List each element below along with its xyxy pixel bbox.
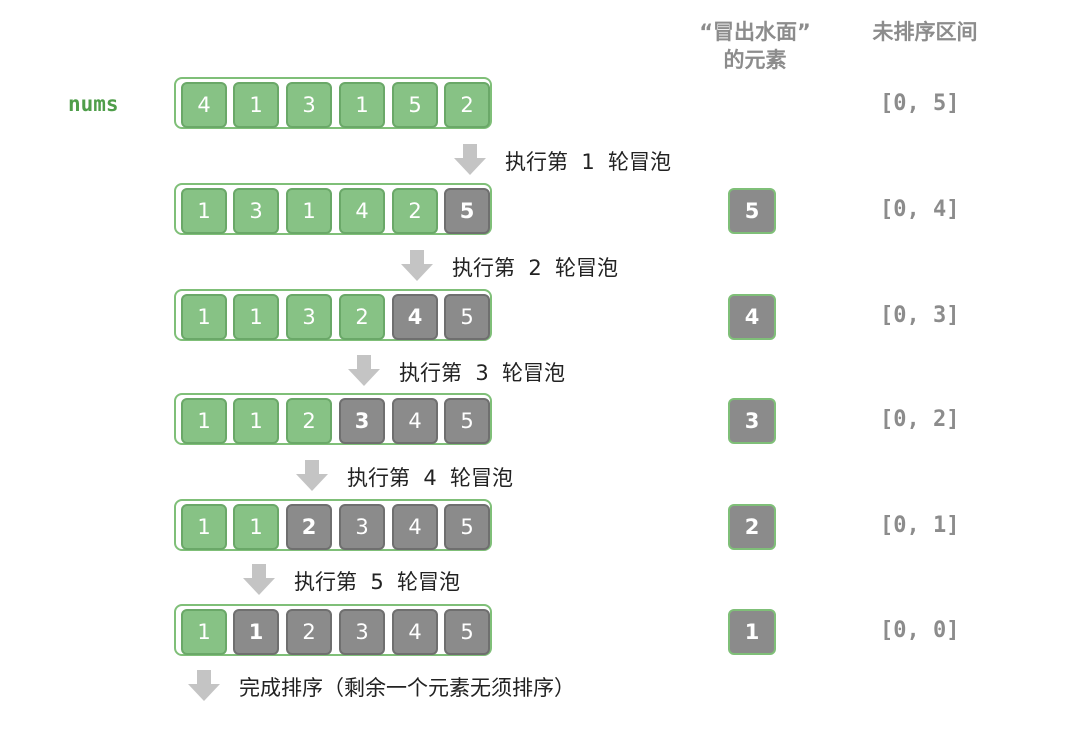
sorted-cell: 5 (444, 398, 490, 444)
sorted-cell: 3 (339, 609, 385, 655)
array-frame (174, 393, 492, 445)
unsorted-cell: 1 (181, 294, 227, 340)
unsorted-interval-header: 未排序区间 (872, 20, 978, 44)
down-arrow-icon (401, 250, 433, 281)
down-arrow-icon (296, 460, 328, 491)
array-frame (174, 604, 492, 656)
bubbled-element: 2 (728, 504, 776, 550)
sorted-cell: 4 (392, 294, 438, 340)
unsorted-interval: [0, 0] (880, 618, 960, 643)
down-arrow-icon (348, 355, 380, 386)
sorted-cell: 2 (286, 504, 332, 550)
sorted-cell: 3 (339, 504, 385, 550)
step-label: 执行第 1 轮冒泡 (505, 150, 672, 174)
unsorted-cell: 3 (286, 294, 332, 340)
sorted-cell: 2 (286, 609, 332, 655)
bubbled-header: “冒出水面” 的元素 (690, 18, 820, 74)
down-arrow-icon (188, 670, 220, 701)
array-frame (174, 77, 492, 129)
bubbled-element: 3 (728, 398, 776, 444)
unsorted-cell: 1 (181, 609, 227, 655)
unsorted-cell: 2 (444, 82, 490, 128)
unsorted-cell: 1 (286, 188, 332, 234)
step-label: 完成排序（剩余一个元素无须排序） (239, 676, 575, 700)
unsorted-cell: 3 (286, 82, 332, 128)
bubbled-header-line2: 的元素 (723, 48, 787, 72)
sorted-cell: 4 (392, 504, 438, 550)
bubbled-element: 1 (728, 609, 776, 655)
down-arrow-icon (243, 564, 275, 595)
unsorted-cell: 1 (233, 294, 279, 340)
unsorted-cell: 2 (339, 294, 385, 340)
unsorted-cell: 5 (392, 82, 438, 128)
unsorted-cell: 2 (392, 188, 438, 234)
bubbled-element: 4 (728, 294, 776, 340)
unsorted-cell: 1 (181, 504, 227, 550)
unsorted-cell: 3 (233, 188, 279, 234)
step-label: 执行第 2 轮冒泡 (452, 256, 619, 280)
array-label: nums (68, 92, 119, 116)
array-frame (174, 499, 492, 551)
unsorted-cell: 1 (233, 504, 279, 550)
unsorted-cell: 1 (181, 398, 227, 444)
unsorted-interval: [0, 3] (880, 303, 960, 328)
unsorted-cell: 2 (286, 398, 332, 444)
array-frame (174, 183, 492, 235)
step-label: 执行第 4 轮冒泡 (347, 466, 514, 490)
unsorted-cell: 1 (339, 82, 385, 128)
unsorted-cell: 4 (181, 82, 227, 128)
array-frame (174, 289, 492, 341)
sorted-cell: 5 (444, 294, 490, 340)
sorted-cell: 1 (233, 609, 279, 655)
sorted-cell: 5 (444, 504, 490, 550)
sorted-cell: 4 (392, 398, 438, 444)
bubbled-header-line1: “冒出水面” (699, 20, 811, 44)
unsorted-interval: [0, 2] (880, 407, 960, 432)
unsorted-cell: 1 (233, 82, 279, 128)
unsorted-interval: [0, 4] (880, 197, 960, 222)
sorted-cell: 5 (444, 188, 490, 234)
unsorted-cell: 1 (233, 398, 279, 444)
sorted-cell: 3 (339, 398, 385, 444)
step-label: 执行第 5 轮冒泡 (294, 570, 461, 594)
step-label: 执行第 3 轮冒泡 (399, 361, 566, 385)
sorted-cell: 5 (444, 609, 490, 655)
unsorted-cell: 1 (181, 188, 227, 234)
bubbled-element: 5 (728, 188, 776, 234)
sorted-cell: 4 (392, 609, 438, 655)
unsorted-interval: [0, 5] (880, 91, 960, 116)
unsorted-interval: [0, 1] (880, 513, 960, 538)
unsorted-cell: 4 (339, 188, 385, 234)
down-arrow-icon (454, 144, 486, 175)
